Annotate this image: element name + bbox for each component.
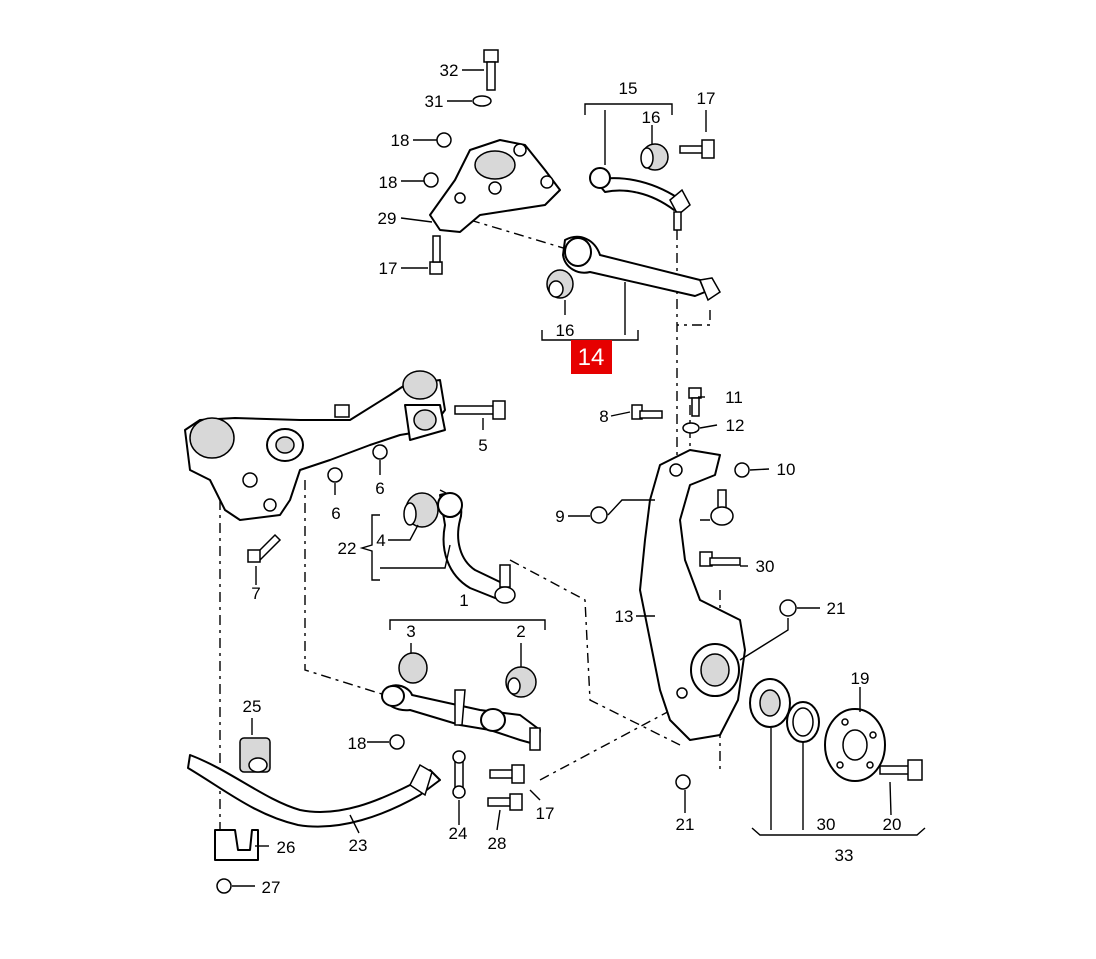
callout-5: 5 xyxy=(478,436,487,455)
callout-9: 9 xyxy=(555,507,564,526)
callout-18-b: 18 xyxy=(379,173,398,192)
callout-4: 4 xyxy=(376,531,385,550)
callout-17-a: 17 xyxy=(379,259,398,278)
bolt-32 xyxy=(483,49,499,91)
bolt-11 xyxy=(688,387,702,417)
callout-22: 22 xyxy=(338,539,357,558)
bolt-17-upper-left xyxy=(429,235,443,275)
callout-26: 26 xyxy=(277,838,296,857)
callout-13: 13 xyxy=(615,607,634,626)
upper-link-arm-14 xyxy=(562,235,721,302)
bolt-17-upper-right xyxy=(679,139,715,159)
callout-30-b: 30 xyxy=(817,815,836,834)
wheel-bearing-housing-13 xyxy=(639,449,746,741)
nut-18-lower xyxy=(389,734,405,750)
callout-3: 3 xyxy=(406,622,415,641)
upper-mount-bracket xyxy=(429,139,561,233)
wheel-bearing-30 xyxy=(749,678,791,728)
bolt-7 xyxy=(247,533,282,563)
callout-25: 25 xyxy=(243,697,262,716)
callout-33: 33 xyxy=(835,846,854,865)
callout-1: 1 xyxy=(459,591,468,610)
nut-18-upper-b xyxy=(423,172,439,188)
leader-lines xyxy=(232,69,926,887)
callout-7: 7 xyxy=(251,584,260,603)
callout-21-b: 21 xyxy=(676,815,695,834)
washer-31 xyxy=(472,95,492,107)
bolt-17-lower xyxy=(489,764,525,784)
highlight-label: 14 xyxy=(578,344,605,371)
nut-21-upper xyxy=(779,599,797,617)
nut-21-lower xyxy=(675,774,691,790)
callout-12: 12 xyxy=(726,416,745,435)
callout-24: 24 xyxy=(449,824,468,843)
nut-9 xyxy=(590,506,608,524)
callout-31: 31 xyxy=(425,92,444,111)
callout-32: 32 xyxy=(440,61,459,80)
bolt-30-upper xyxy=(699,551,741,567)
callout-18-a: 18 xyxy=(391,131,410,150)
callout-17-b: 17 xyxy=(697,89,716,108)
stabilizer-bar-23 xyxy=(187,754,441,828)
ball-joint-housing xyxy=(710,489,734,526)
track-control-arm-22 xyxy=(437,492,516,604)
callout-16-b: 16 xyxy=(556,321,575,340)
bush-25 xyxy=(239,737,271,773)
callout-6-a: 6 xyxy=(331,504,340,523)
nut-6-left xyxy=(327,467,343,483)
callout-11: 11 xyxy=(725,388,743,407)
circlip-30 xyxy=(786,701,820,743)
highlight-box xyxy=(571,340,612,374)
callout-15: 15 xyxy=(619,79,638,98)
coupling-rod-24 xyxy=(452,750,466,799)
bolt-5 xyxy=(454,400,506,420)
washer-12 xyxy=(682,422,700,434)
callout-30-a: 30 xyxy=(756,557,775,576)
bushing-16-upper xyxy=(640,143,669,171)
callout-8: 8 xyxy=(599,407,608,426)
callout-10: 10 xyxy=(777,460,796,479)
upper-link-arm-15 xyxy=(589,167,691,231)
callout-18-c: 18 xyxy=(348,734,367,753)
bushing-4 xyxy=(403,492,439,528)
bushing-3 xyxy=(398,652,428,684)
callout-19: 19 xyxy=(851,669,870,688)
nut-18-upper-a xyxy=(436,132,452,148)
callout-23: 23 xyxy=(349,836,368,855)
callout-27: 27 xyxy=(262,878,281,897)
bolt-28 xyxy=(487,793,523,811)
callout-16-a: 16 xyxy=(642,108,661,127)
nut-10 xyxy=(734,462,750,478)
bushing-2 xyxy=(505,666,537,698)
callout-numbers: 32 31 18 18 29 17 15 16 17 16 11 8 12 10… xyxy=(243,61,902,897)
nut-6-right xyxy=(372,444,388,460)
highlight-callout-14[interactable]: 14 xyxy=(571,340,612,374)
wheel-hub-19 xyxy=(824,708,886,782)
callout-17-c: 17 xyxy=(536,804,555,823)
clamp-26 xyxy=(214,829,259,861)
callout-21-a: 21 xyxy=(827,599,846,618)
callout-6-b: 6 xyxy=(375,479,384,498)
bolt-20 xyxy=(879,759,923,781)
callout-29: 29 xyxy=(378,209,397,228)
bolt-8 xyxy=(631,404,663,420)
nut-27 xyxy=(216,878,232,894)
bushing-16-lower xyxy=(546,269,574,299)
callout-20: 20 xyxy=(883,815,902,834)
callout-28: 28 xyxy=(488,834,507,853)
subframe xyxy=(184,370,446,521)
callout-2: 2 xyxy=(516,622,525,641)
lower-arm-1 xyxy=(381,684,541,751)
